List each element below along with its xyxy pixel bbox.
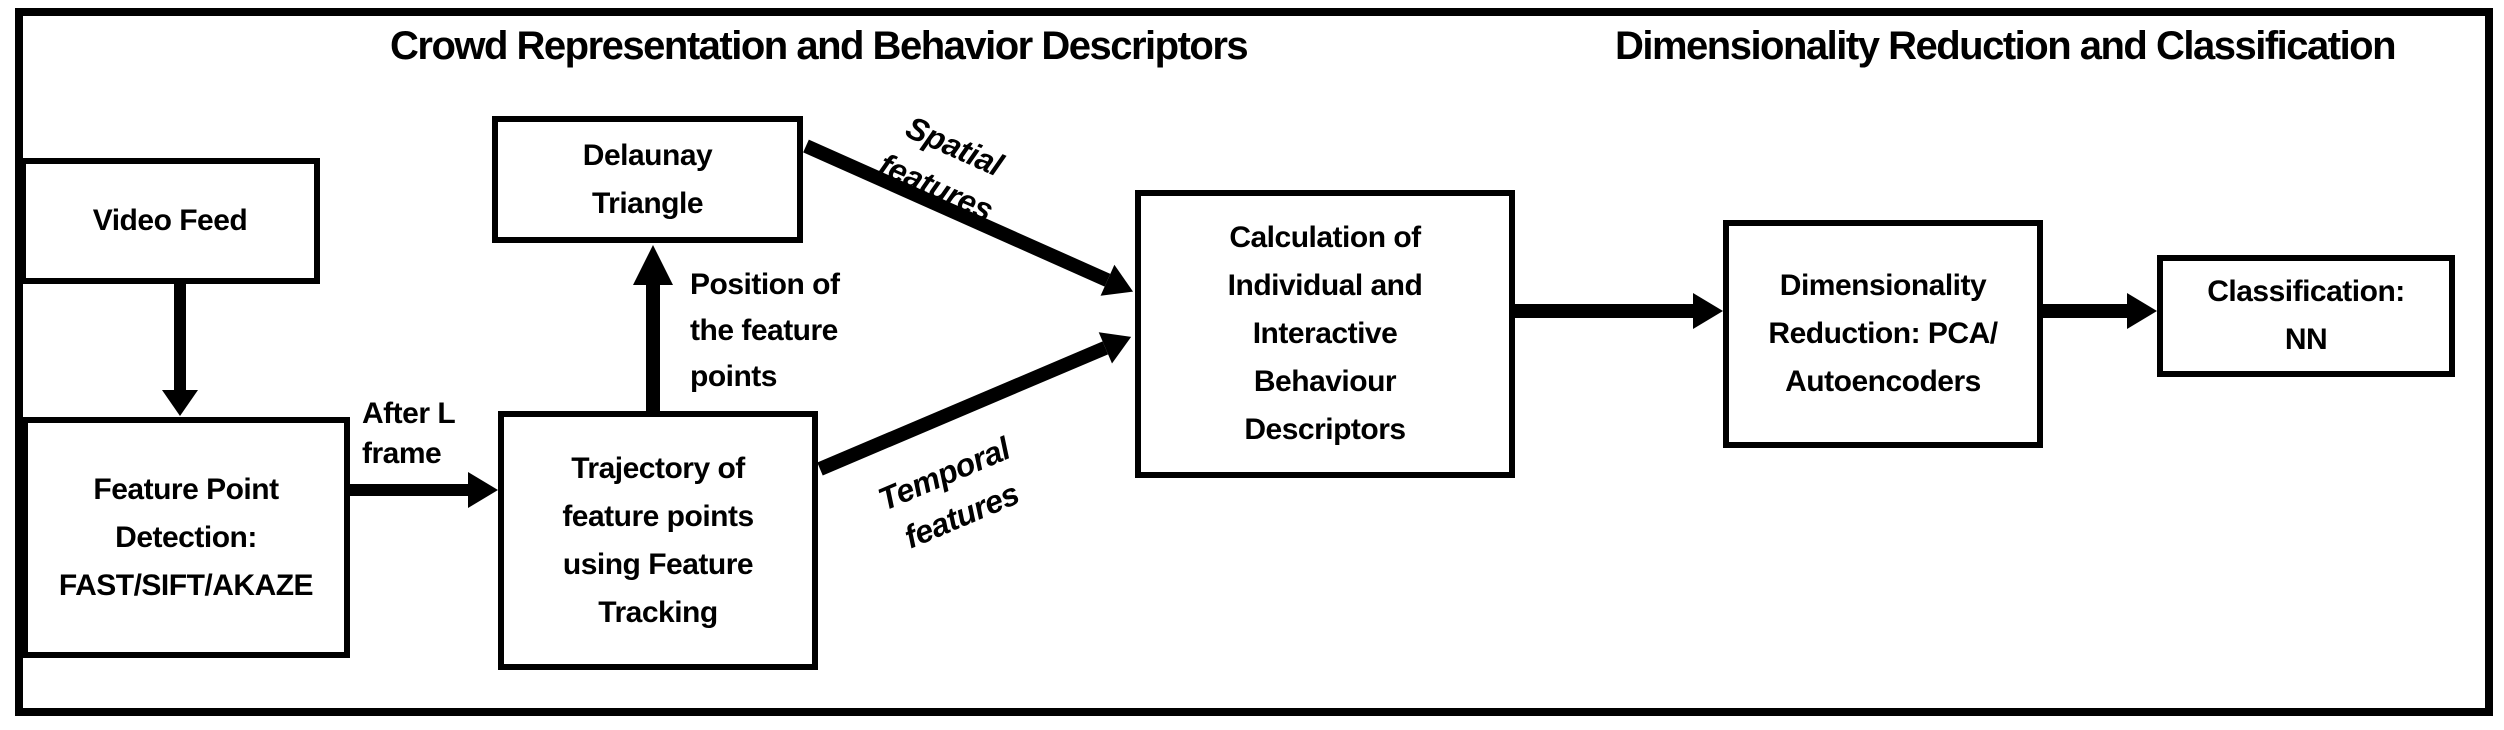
node-label: NN <box>2284 323 2328 356</box>
node-classification-nn: Classification: NN <box>2157 255 2455 377</box>
arrow-shaft <box>2043 304 2127 318</box>
label-after-l-frame: After L frame <box>362 394 456 474</box>
arrow-shaft <box>646 284 660 411</box>
label-line: After L <box>362 397 456 430</box>
node-label: Video Feed <box>92 204 248 237</box>
arrowhead-right-icon <box>2127 293 2157 329</box>
node-label: Dimensionality <box>1779 269 1987 302</box>
arrow-shaft <box>1515 304 1693 318</box>
node-label: using Feature <box>562 547 754 581</box>
node-label: Detection: <box>115 520 257 554</box>
node-label: Classification: <box>2207 275 2405 308</box>
label-line: frame <box>362 437 442 470</box>
arrowhead-right-icon <box>1693 293 1723 329</box>
node-label: feature points <box>562 499 754 533</box>
node-label: Descriptors <box>1244 413 1406 446</box>
section-title-dimensionality-reduction: Dimensionality Reduction and Classificat… <box>1614 24 2397 68</box>
node-label: Individual and <box>1227 269 1423 302</box>
arrow-shaft <box>350 484 468 496</box>
arrow-shaft <box>174 284 186 390</box>
node-label: Reduction: PCA/ <box>1768 317 1998 350</box>
node-label: Feature Point <box>93 472 279 506</box>
node-feature-point-detection: Feature Point Detection: FAST/SIFT/AKAZE <box>22 417 350 658</box>
node-dimensionality-reduction: Dimensionality Reduction: PCA/ Autoencod… <box>1723 220 2043 448</box>
node-delaunay-triangle: Delaunay Triangle <box>492 116 803 243</box>
label-line: the feature <box>690 314 838 347</box>
node-label: FAST/SIFT/AKAZE <box>58 568 314 602</box>
label-line: points <box>690 360 778 393</box>
node-video-feed: Video Feed <box>20 158 320 284</box>
arrowhead-right-icon <box>468 472 498 508</box>
node-behaviour-descriptor-calculation: Calculation of Individual and Interactiv… <box>1135 190 1515 478</box>
node-label: Autoencoders <box>1785 365 1981 398</box>
section-title-crowd-representation: Crowd Representation and Behavior Descri… <box>390 24 1249 68</box>
node-trajectory-feature-tracking: Trajectory of feature points using Featu… <box>498 411 818 670</box>
arrowhead-down-icon <box>162 390 198 416</box>
node-label: Calculation of <box>1229 221 1421 254</box>
node-label: Triangle <box>591 186 704 220</box>
arrowhead-up-icon <box>633 245 673 285</box>
diagram-outer-border <box>15 8 2493 716</box>
node-label: Behaviour <box>1253 365 1397 398</box>
label-position-of-feature-points: Position of the feature points <box>690 262 840 400</box>
node-label: Tracking <box>598 595 718 629</box>
node-label: Delaunay <box>582 138 713 172</box>
label-line: Position of <box>690 268 840 301</box>
node-label: Interactive <box>1252 317 1398 350</box>
node-label: Trajectory of <box>571 451 745 485</box>
